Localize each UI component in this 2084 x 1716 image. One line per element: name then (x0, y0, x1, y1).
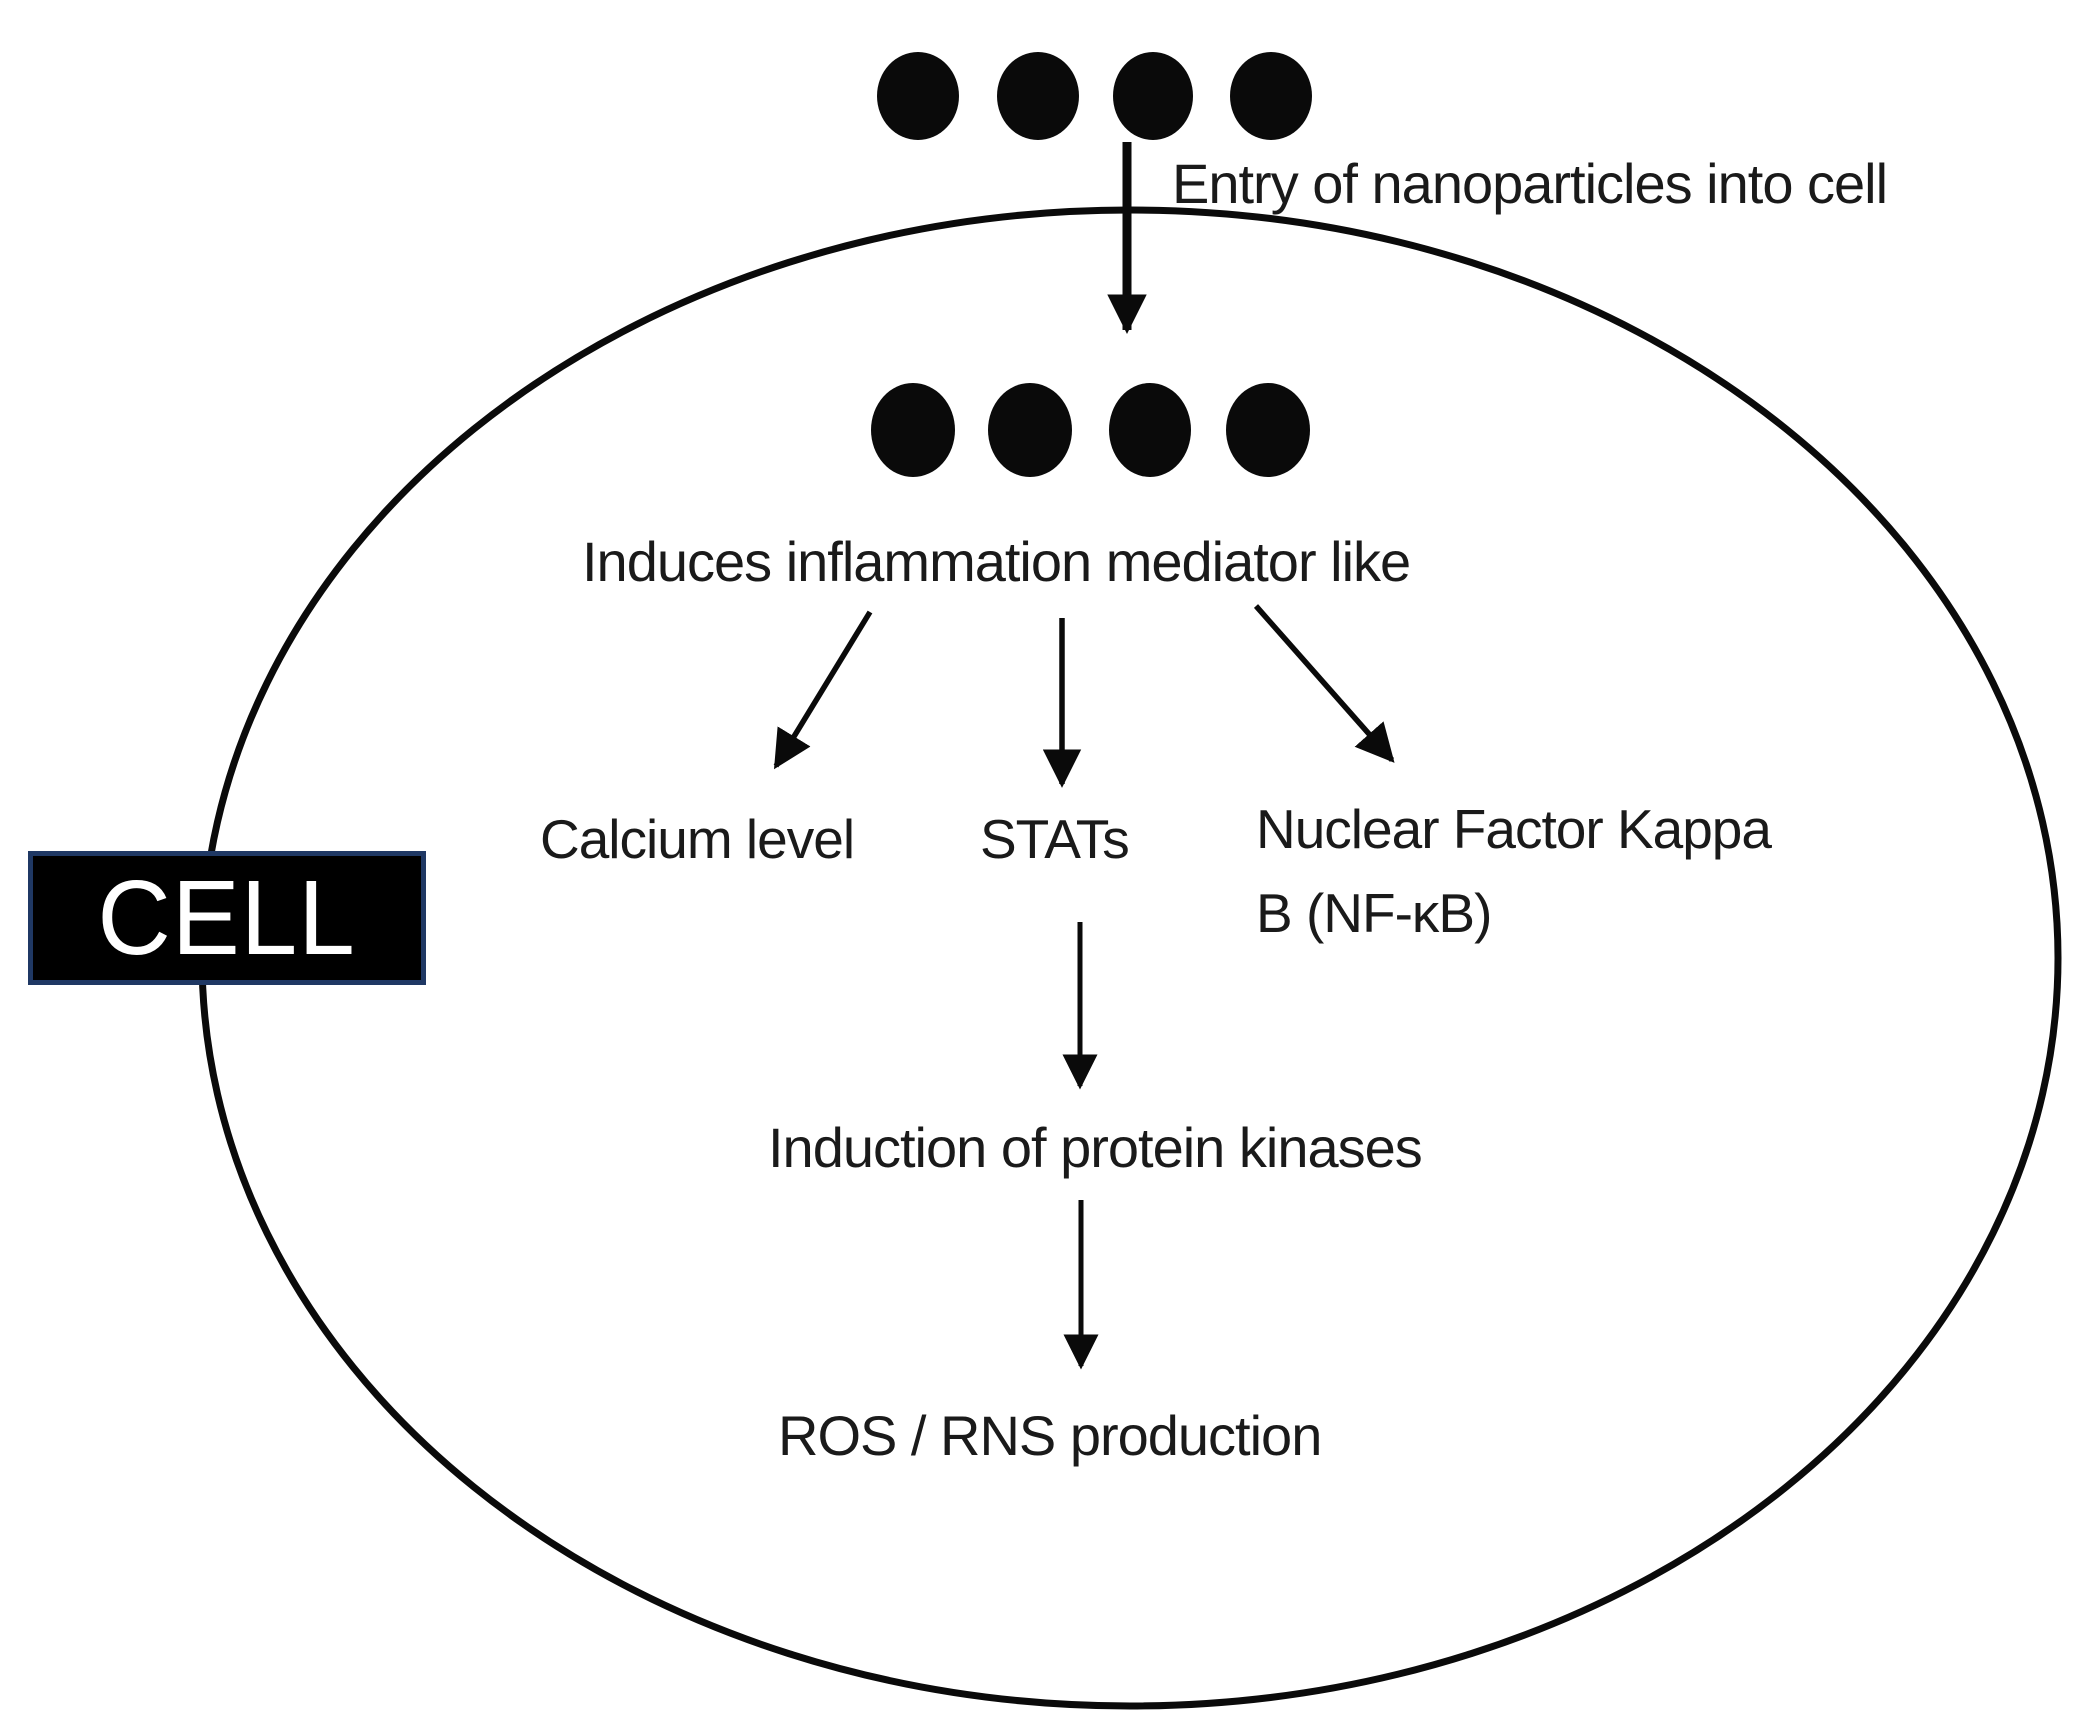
ros-rns-label: ROS / RNS production (778, 1404, 1322, 1467)
nanoparticle-dot (1109, 383, 1191, 477)
fan-arrow-to-calcium (773, 610, 873, 770)
nanoparticle-dot (877, 52, 959, 140)
nanoparticle-dot (1226, 383, 1310, 477)
induces-label: Induces inflammation mediator like (582, 530, 1411, 593)
nanoparticle-dot (1113, 52, 1193, 140)
cell-box-label: CELL (97, 859, 357, 977)
fan-arrow-to-nfkb (1253, 604, 1395, 763)
nanoparticle-dot (1230, 52, 1312, 140)
nfkb-label: Nuclear Factor Kappa B (NF-κB) (1256, 798, 1772, 944)
cell-box: CELL (28, 851, 426, 985)
nanoparticle-dot (988, 383, 1072, 477)
nanoparticles-inside (871, 383, 1310, 477)
entry-label: Entry of nanoparticles into cell (1172, 152, 1888, 215)
nanoparticles-outside (877, 52, 1312, 140)
stats-label: STATs (980, 808, 1130, 870)
nanoparticle-dot (871, 383, 955, 477)
calcium-level-label: Calcium level (540, 808, 855, 870)
protein-kinases-label: Induction of protein kinases (768, 1116, 1423, 1179)
nanoparticle-dot (997, 52, 1079, 140)
